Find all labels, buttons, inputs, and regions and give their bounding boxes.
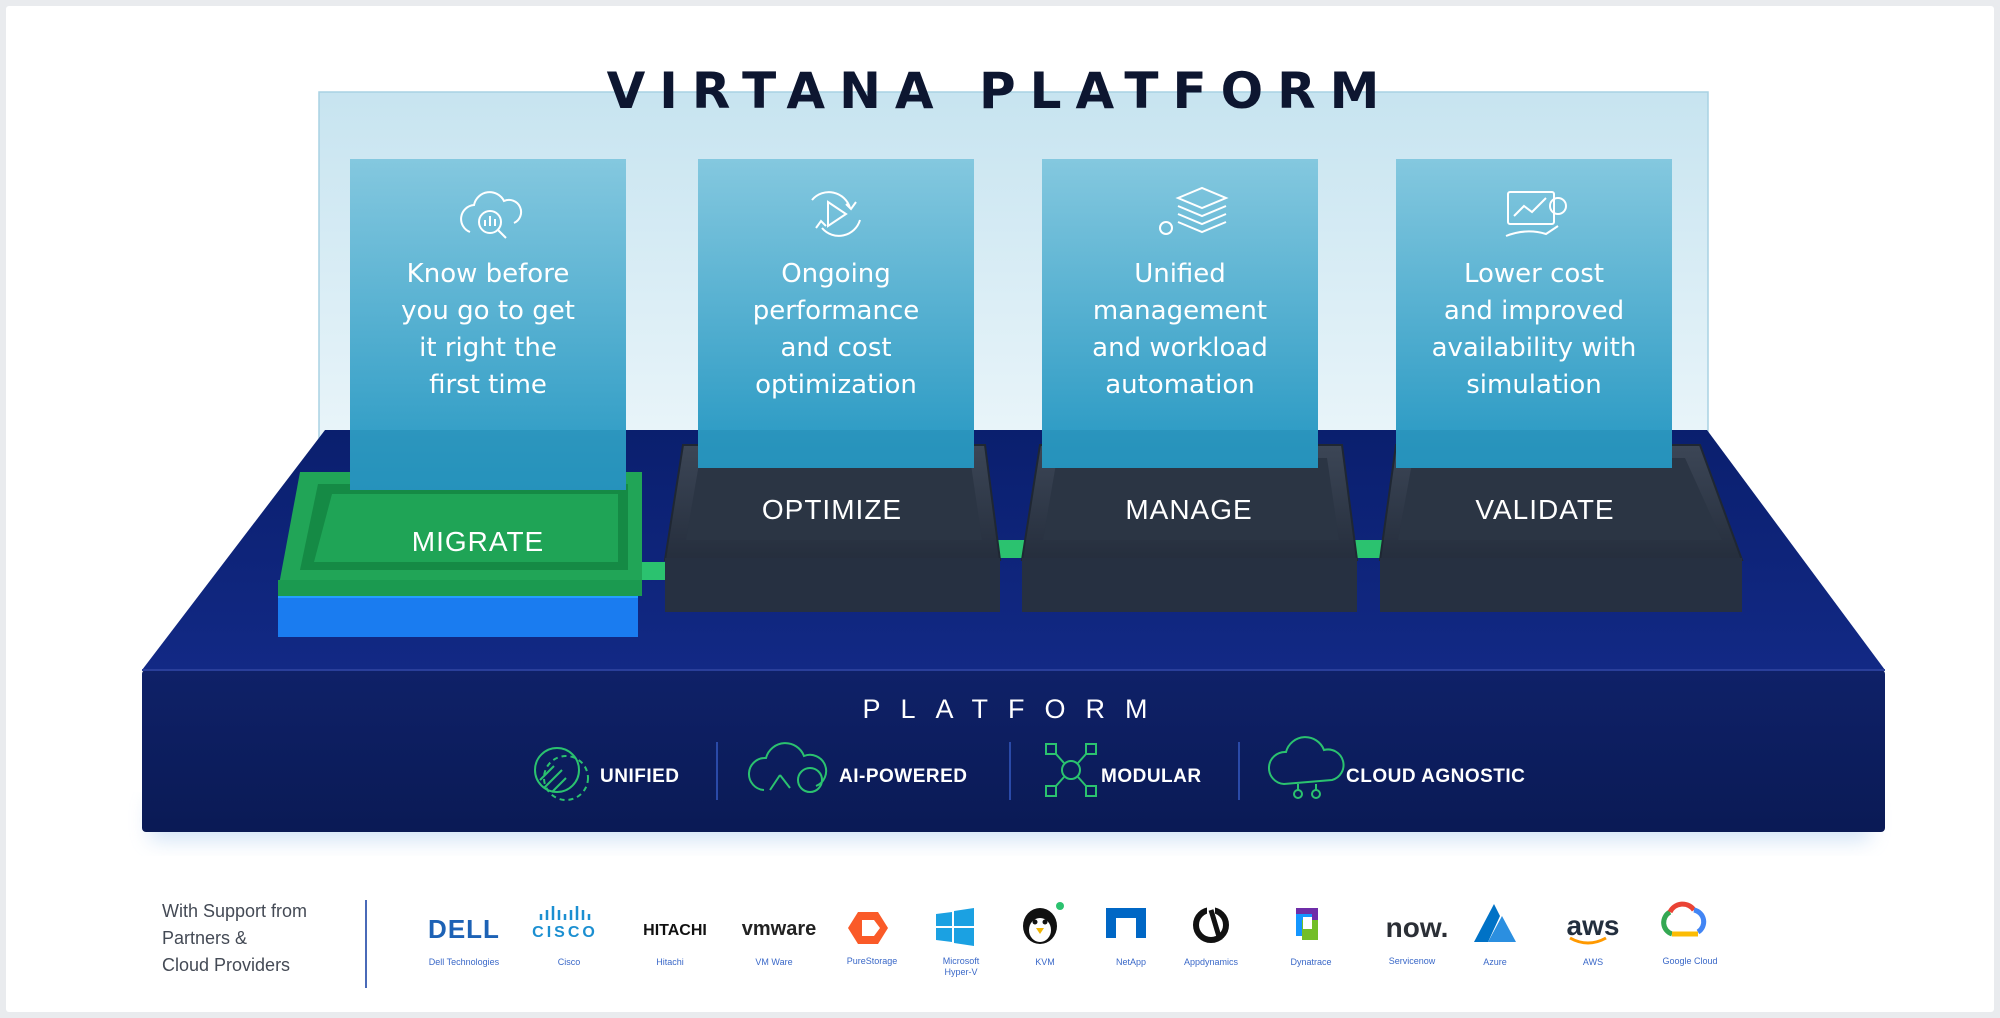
validate-tray <box>1378 444 1744 612</box>
partner-label: Servicenow <box>1388 956 1436 966</box>
platform-front <box>142 670 1885 832</box>
partner-label: Cisco <box>557 957 581 967</box>
ai-cloud-icon <box>748 742 828 793</box>
feature-ai-powered: AI-POWERED <box>839 766 968 787</box>
unified-icon <box>534 747 589 801</box>
servicenow-logo: now. <box>1385 912 1449 943</box>
dynatrace-icon <box>1296 908 1318 940</box>
appdynamics-icon <box>1193 906 1229 943</box>
stage-optimize: OPTIMIZE <box>761 494 903 525</box>
support-text: With Support from Partners & Cloud Provi… <box>162 901 308 975</box>
partner-label: Microsoft Hyper-V <box>942 956 980 977</box>
hitachi-logo: HITACHI <box>643 922 707 939</box>
card-migrate-text: Know before you go to get it right the f… <box>401 259 575 400</box>
partner-label: Google Cloud <box>1662 956 1718 966</box>
dell-logo: DELL <box>428 914 500 944</box>
optimize-tray <box>663 444 1002 612</box>
windows-icon <box>936 908 974 946</box>
stage-manage: MANAGE <box>1125 494 1253 525</box>
partner-label: KVM <box>1035 957 1055 967</box>
azure-icon <box>1474 904 1516 942</box>
feature-cloud-agnostic: CLOUD AGNOSTIC <box>1346 766 1526 787</box>
page-frame: VIRTANA PLATFORM Know before you go to g… <box>6 6 1994 1012</box>
partner-label: AWS <box>1582 957 1604 967</box>
cost-chart-hand-icon <box>1505 191 1567 237</box>
migrate-tray <box>278 472 642 637</box>
partner-label: PureStorage <box>846 956 898 966</box>
stage-validate: VALIDATE <box>1475 494 1615 525</box>
partner-label: Appdynamics <box>1183 957 1239 967</box>
partner-label: Dell Technologies <box>428 957 500 967</box>
netapp-icon <box>1106 908 1146 938</box>
partner-label: NetApp <box>1115 957 1147 967</box>
aws-logo: aws <box>1566 910 1620 941</box>
platform-diagram <box>142 91 1885 988</box>
page-title: VIRTANA PLATFORM <box>606 62 1394 120</box>
cloud-analytics-icon <box>460 191 523 239</box>
stacked-layers-gear-icon <box>1159 186 1229 235</box>
kvm-penguin-icon <box>1023 902 1064 944</box>
cloud-network-icon <box>1268 736 1345 799</box>
partner-label: Hitachi <box>656 957 684 967</box>
card-manage <box>1042 159 1318 468</box>
cisco-logo: CISCO <box>532 924 598 941</box>
card-manage-text: Unified management and workload automati… <box>1092 259 1268 400</box>
cisco-bars-icon <box>539 906 591 920</box>
partner-label: Dynatrace <box>1290 957 1332 967</box>
platform-title: PLATFORM <box>862 694 1168 724</box>
partner-label: Azure <box>1483 957 1507 967</box>
card-validate-text: Lower cost and improved availability wit… <box>1431 259 1637 400</box>
card-optimize-text: Ongoing performance and cost optimizatio… <box>752 259 920 400</box>
vmware-logo: vmware <box>741 918 817 940</box>
feature-modular: MODULAR <box>1101 766 1202 787</box>
feature-unified: UNIFIED <box>600 766 680 787</box>
google-cloud-icon <box>1661 901 1707 937</box>
card-optimize <box>698 159 974 468</box>
partner-label: VM Ware <box>755 957 793 967</box>
modular-network-icon <box>1045 743 1097 797</box>
performance-cycle-icon <box>811 191 861 237</box>
connector <box>1352 540 1382 558</box>
aws-smile-icon <box>1569 936 1607 945</box>
connector <box>995 540 1025 558</box>
purestorage-icon <box>848 912 888 944</box>
stage-migrate: MIGRATE <box>411 526 545 557</box>
manage-tray <box>1020 444 1359 612</box>
